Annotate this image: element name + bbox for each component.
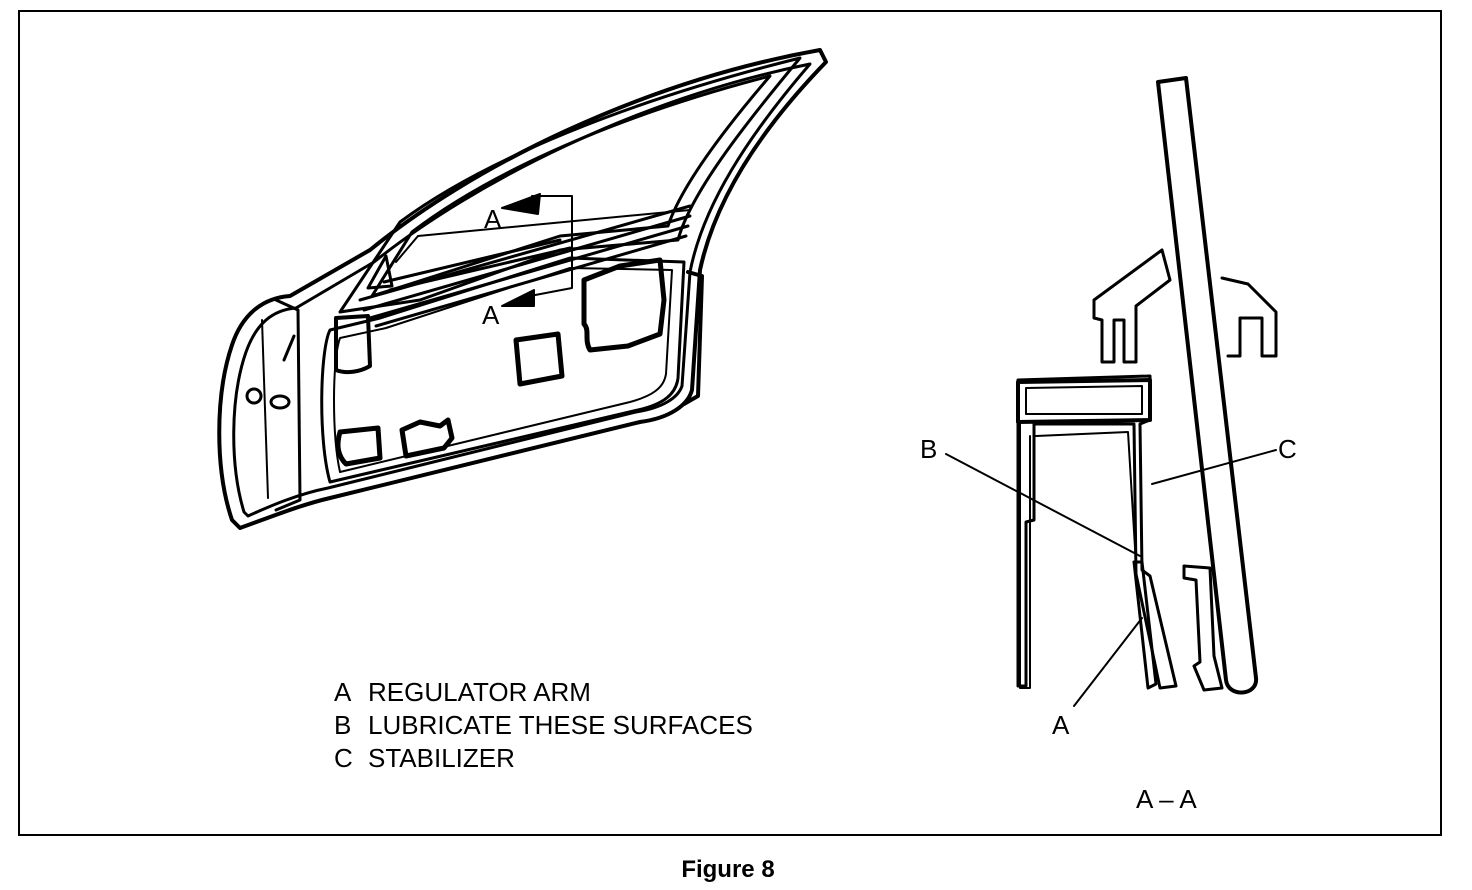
regulator-arm — [1132, 560, 1158, 690]
inner-panel-border — [320, 256, 686, 484]
hook-bracket — [1182, 564, 1224, 692]
callout-a-lower: A — [482, 300, 500, 330]
regulator-box — [1016, 378, 1152, 424]
stabilizer-cap — [1092, 248, 1172, 364]
figure-frame — [18, 10, 1442, 836]
inner-panel-border-2 — [333, 267, 673, 473]
vent-triangle — [366, 254, 394, 290]
callout-c: C — [1278, 434, 1297, 464]
access-hole-3 — [581, 257, 667, 353]
leader-b — [945, 453, 1141, 557]
legend-key: A — [334, 677, 352, 707]
section-bracket — [529, 195, 573, 297]
legend-key: B — [334, 710, 352, 740]
rear-edge-flange — [682, 270, 704, 406]
access-hole-5 — [399, 417, 455, 459]
regulator-inner-wall — [1035, 431, 1137, 565]
leader-c — [1151, 449, 1277, 485]
section-arrow-lower-icon — [501, 289, 535, 307]
callout-a-upper: A — [484, 204, 502, 234]
callout-b: B — [920, 434, 938, 464]
access-hole-2 — [513, 331, 565, 387]
section-arrow-upper-icon — [501, 193, 541, 215]
callout-a-section: A — [1052, 710, 1070, 740]
leader-a — [1073, 617, 1143, 707]
legend-item: A REGULATOR ARM — [334, 676, 753, 709]
door-lock-pillar — [282, 334, 296, 362]
door-illustration — [217, 48, 828, 530]
legend-key: C — [334, 743, 353, 773]
legend: A REGULATOR ARM B LUBRICATE THESE SURFAC… — [334, 676, 753, 775]
section-view — [945, 76, 1278, 707]
hinge-strip — [261, 319, 269, 499]
door-outer-edge — [217, 48, 828, 530]
legend-item: B LUBRICATE THESE SURFACES — [334, 709, 753, 742]
window-frame-inner — [370, 74, 772, 298]
access-hole-4 — [335, 425, 383, 467]
regulator-left-wall — [1019, 423, 1031, 689]
hinge-pillar — [274, 298, 302, 512]
section-title: A – A — [1136, 784, 1197, 814]
regulator-box-inner — [1025, 385, 1143, 415]
section-glass — [1156, 76, 1258, 695]
stabilizer-cap-right — [1220, 276, 1278, 358]
hinge-bolt-icon — [245, 387, 263, 405]
legend-text: STABILIZER — [368, 743, 515, 773]
legend-text: REGULATOR ARM — [368, 677, 591, 707]
access-hole-1 — [334, 314, 372, 375]
legend-text: LUBRICATE THESE SURFACES — [368, 710, 753, 740]
figure-caption: Figure 8 — [681, 856, 775, 883]
check-link-icon — [269, 394, 291, 410]
legend-item: C STABILIZER — [334, 742, 753, 775]
door-outer-edge-inner — [232, 62, 812, 518]
window-frame-outer — [338, 56, 802, 314]
window-glass-edge — [395, 209, 691, 263]
